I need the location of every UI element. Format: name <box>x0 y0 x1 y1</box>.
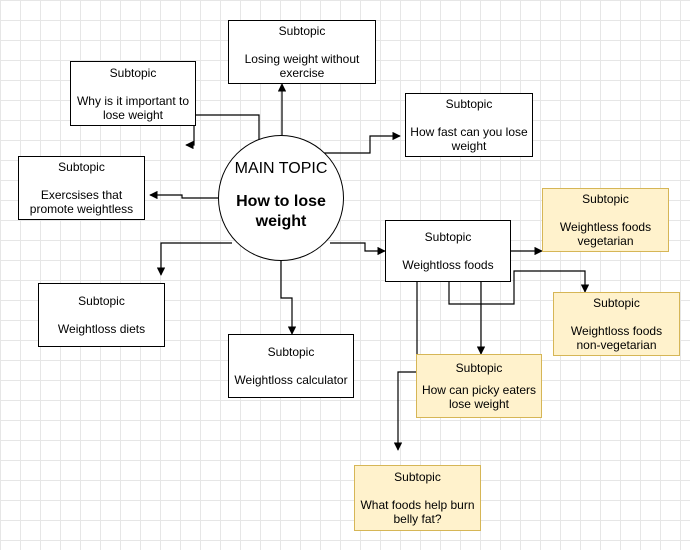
subtopic-losing-weight-without-exercise[interactable]: Subtopic Losing weight without exercise <box>228 20 376 84</box>
connector-to-how-fast <box>320 131 401 154</box>
connector-to-belly-fat <box>393 282 418 451</box>
connector-to-weightloss-diets <box>156 242 232 276</box>
subtopic-kicker: Subtopic <box>394 470 441 484</box>
connector-to-weightloss-foods <box>330 242 386 256</box>
subtopic-kicker: Subtopic <box>582 192 629 206</box>
subtopic-weightloss-foods[interactable]: Subtopic Weightloss foods <box>385 220 511 282</box>
subtopic-kicker: Subtopic <box>278 24 326 38</box>
main-topic-title: How to lose weight <box>236 193 326 230</box>
subtopic-weightloss-calculator[interactable]: Subtopic Weightloss calculator <box>228 334 354 398</box>
subtopic-foods-vegetarian[interactable]: Subtopic Weightless foods vegetarian <box>542 188 669 252</box>
subtopic-foods-non-vegetarian[interactable]: Subtopic Weightloss foods non-vegetarian <box>553 292 680 356</box>
subtopic-belly-fat[interactable]: Subtopic What foods help burn belly fat? <box>354 465 481 531</box>
subtopic-exercises[interactable]: Subtopic Exercsises that promote weightl… <box>18 156 145 220</box>
subtopic-kicker: Subtopic <box>424 230 472 244</box>
connector-to-exercises <box>149 190 218 200</box>
connector-to-weightloss-calculator <box>280 261 297 335</box>
connector-to-foods-non-vegetarian <box>448 270 590 305</box>
subtopic-why-important[interactable]: Subtopic Why is it important to lose wei… <box>70 61 196 126</box>
subtopic-weightloss-diets[interactable]: Subtopic Weightloss diets <box>38 283 165 347</box>
subtopic-kicker: Subtopic <box>593 296 640 310</box>
main-topic-node[interactable]: MAIN TOPIC How to lose weight <box>218 135 344 261</box>
subtopic-picky-eaters[interactable]: Subtopic How can picky eaters lose weigh… <box>416 354 542 418</box>
subtopic-how-fast[interactable]: Subtopic How fast can you lose weight <box>405 93 533 157</box>
subtopic-kicker: Subtopic <box>78 294 125 308</box>
subtopic-kicker: Subtopic <box>445 97 493 111</box>
subtopic-kicker: Subtopic <box>58 160 105 174</box>
connector-to-why-important <box>185 114 260 150</box>
subtopic-kicker: Subtopic <box>109 65 157 80</box>
main-topic-kicker: MAIN TOPIC <box>234 160 328 177</box>
subtopic-kicker: Subtopic <box>455 361 503 375</box>
subtopic-kicker: Subtopic <box>267 345 315 359</box>
